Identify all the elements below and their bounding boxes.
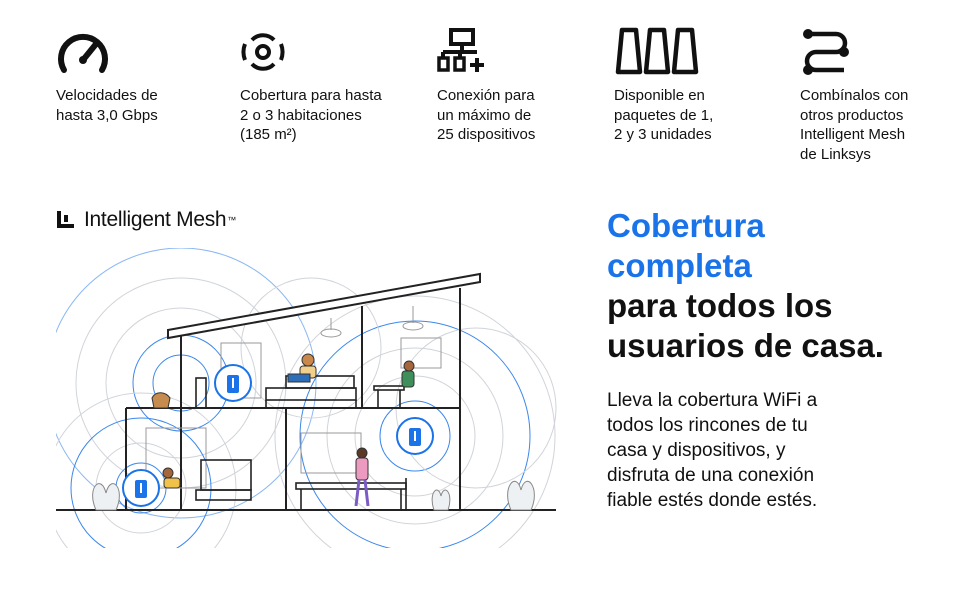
furniture bbox=[195, 375, 407, 510]
feature-devices: Conexión para un máximo de 25 dispositiv… bbox=[437, 26, 617, 145]
house-coverage-illustration bbox=[56, 248, 557, 548]
plants bbox=[92, 480, 535, 511]
feature-packs: Disponible en paquetes de 1, 2 y 3 unida… bbox=[614, 26, 794, 145]
feature-coverage: Cobertura para hasta 2 o 3 habitaciones … bbox=[240, 26, 420, 145]
speedometer-icon bbox=[56, 26, 236, 78]
headline-blue-line-2: completa bbox=[607, 247, 752, 284]
linksys-logo-icon bbox=[57, 211, 74, 228]
feature-text: Cobertura para hasta 2 o 3 habitaciones … bbox=[240, 87, 382, 143]
headline-blue-line-1: Cobertura bbox=[607, 207, 765, 244]
feature-text: Velocidades de hasta 3,0 Gbps bbox=[56, 87, 158, 124]
mesh-nodes bbox=[122, 364, 434, 507]
feature-speed: Velocidades de hasta 3,0 Gbps bbox=[56, 26, 236, 125]
trademark: ™ bbox=[227, 215, 237, 225]
feature-text: Conexión para un máximo de 25 dispositiv… bbox=[437, 87, 536, 143]
network-devices-icon bbox=[437, 26, 617, 78]
wifi-signal-icon bbox=[240, 26, 420, 78]
brand-name: Intelligent Mesh bbox=[84, 208, 227, 231]
headline-dark-line-2: usuarios de casa. bbox=[607, 327, 884, 364]
body-text: Lleva la cobertura WiFi a todos los rinc… bbox=[607, 390, 818, 511]
three-nodes-icon bbox=[614, 26, 794, 78]
headline-dark-line-1: para todos los bbox=[607, 287, 833, 324]
feature-combine: Combínalos con otros productos Intellige… bbox=[800, 26, 960, 164]
feature-text: Combínalos con otros productos Intellige… bbox=[800, 87, 909, 163]
feature-text: Disponible en paquetes de 1, 2 y 3 unida… bbox=[614, 87, 714, 143]
people bbox=[151, 353, 415, 507]
mesh-connect-icon bbox=[800, 26, 960, 78]
headline: Cobertura completa para todos los usuari… bbox=[607, 206, 957, 366]
